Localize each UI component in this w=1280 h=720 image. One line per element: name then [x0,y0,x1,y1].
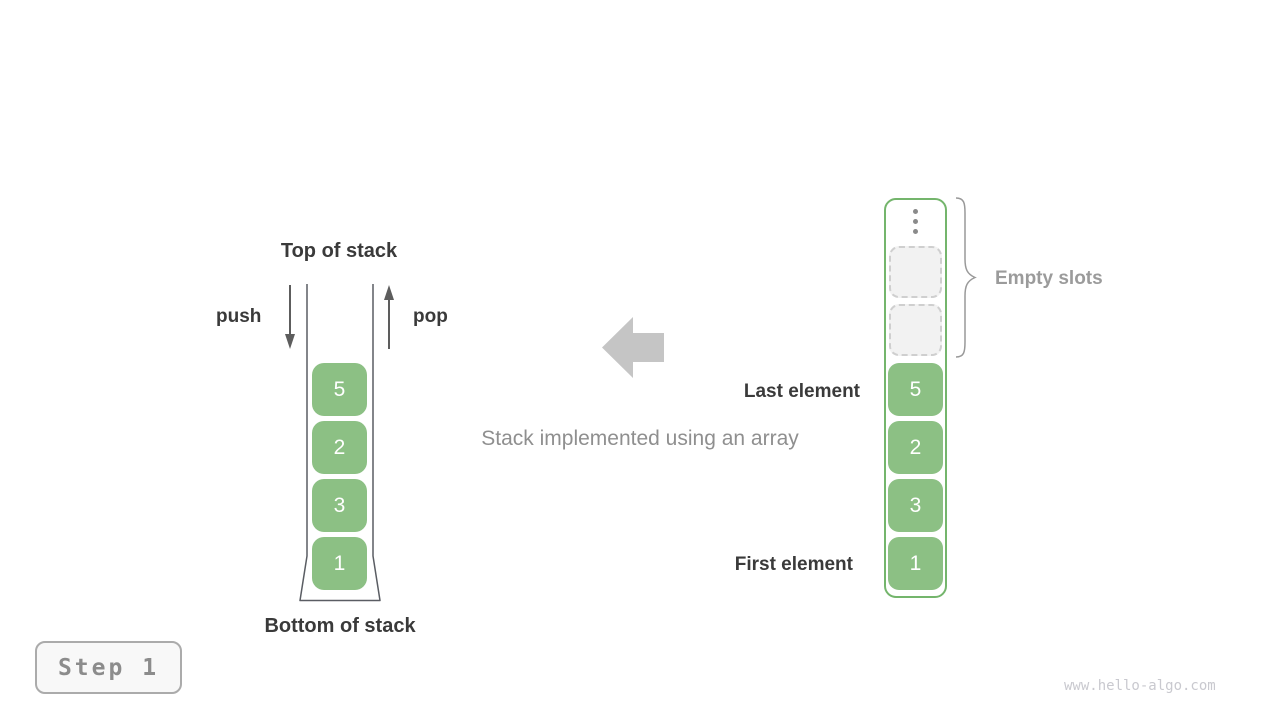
first-element-label: First element [734,554,853,575]
stack-cell: 2 [312,421,367,474]
bottom-of-stack-label: Bottom of stack [264,615,416,637]
push-label: push [216,306,262,327]
top-of-stack-label: Top of stack [280,240,398,262]
array-cell: 1 [888,537,943,590]
brace-icon [955,197,977,358]
pop-label: pop [413,306,448,327]
array-cell: 5 [888,363,943,416]
watermark: www.hello-algo.com [1064,678,1216,694]
empty-slots-label: Empty slots [995,268,1103,289]
pop-arrow-icon [384,285,394,349]
last-element-label: Last element [743,381,860,402]
stack-cell: 1 [312,537,367,590]
empty-slot [889,304,942,356]
diagram-caption: Stack implemented using an array [481,427,799,450]
stack-container-outline [299,284,381,602]
stack-cell: 3 [312,479,367,532]
push-arrow-icon [285,285,295,349]
array-cell: 2 [888,421,943,474]
stack-cell: 5 [312,363,367,416]
empty-slot [889,246,942,298]
step-badge: Step 1 [35,641,182,694]
array-cell: 3 [888,479,943,532]
left-block-arrow-icon [602,317,664,378]
ellipsis-icon [913,209,918,234]
